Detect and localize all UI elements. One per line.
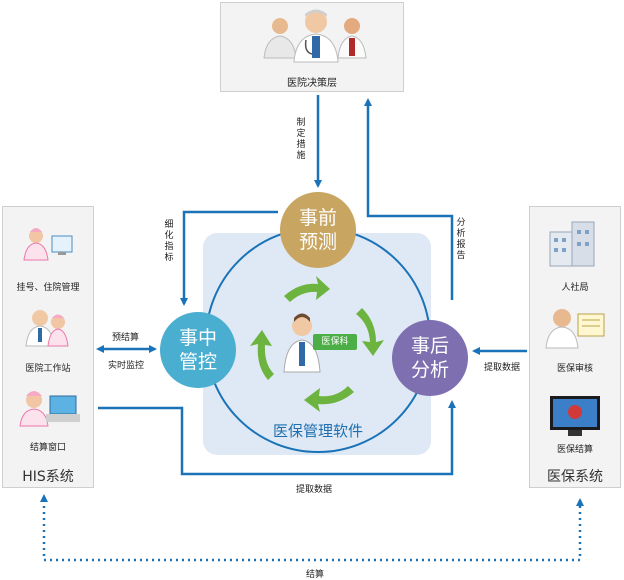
detail-index-label: 细化指标 (164, 220, 174, 263)
his-title: HIS系统 (22, 469, 74, 485)
in-event-line2: 管控 (178, 351, 217, 373)
post-event-line1: 事后 (410, 335, 449, 357)
green-arrow-left (250, 330, 274, 380)
extract-data-bottom-arrow (98, 400, 456, 476)
pre-event-node: 事前 预测 (280, 192, 356, 268)
insurance-title: 医保系统 (547, 469, 603, 485)
hospital-building-icon (549, 221, 595, 267)
analysis-report-label: 分析报告 (456, 218, 466, 261)
measure-label: 制定措施 (296, 118, 306, 161)
extract-data-bottom-label: 提取数据 (295, 485, 333, 495)
pre-settlement-label: 预结算 (112, 333, 140, 343)
green-arrow-top (284, 276, 330, 302)
his-item-workstation: 医院工作站 (25, 364, 71, 374)
pre-event-line2: 预测 (298, 231, 337, 253)
his-panel (2, 206, 94, 488)
post-event-node: 事后 分析 (392, 320, 468, 396)
realtime-monitor-label: 实时监控 (108, 361, 145, 371)
green-arrow-bottom (304, 386, 354, 412)
decision-layer-label: 医院决策层 (287, 78, 337, 89)
insurance-item-bureau: 人社局 (561, 283, 589, 293)
insurance-item-settlement: 医保结算 (556, 445, 594, 455)
insurance-item-review: 医保审核 (556, 364, 594, 374)
department-badge: 医保科 (313, 334, 357, 350)
monitor-seal-icon (550, 396, 600, 436)
in-event-node: 事中 管控 (160, 312, 236, 388)
settlement-arrow (40, 494, 584, 562)
doctor-icon (283, 313, 321, 373)
doctor-group-icon (263, 9, 367, 63)
extract-data-right-label: 提取数据 (484, 363, 521, 373)
green-cycle-arrows (250, 276, 384, 412)
doctor-nurse-icon (25, 310, 69, 347)
in-event-line1: 事中 (178, 327, 217, 349)
nurse-computer-icon (23, 228, 73, 261)
post-event-line2: 分析 (410, 359, 449, 381)
green-arrow-right (356, 308, 384, 356)
software-label: 医保管理软件 (272, 422, 364, 440)
settlement-label: 结算 (305, 570, 325, 580)
cashier-icon (19, 391, 80, 427)
reviewer-icon (545, 309, 605, 349)
detail-index-arrow (180, 210, 278, 306)
his-item-registration: 挂号、住院管理 (16, 283, 80, 293)
his-item-cashier: 结算窗口 (29, 443, 67, 453)
analysis-report-arrow (364, 98, 454, 300)
pre-event-line1: 事前 (298, 207, 337, 229)
